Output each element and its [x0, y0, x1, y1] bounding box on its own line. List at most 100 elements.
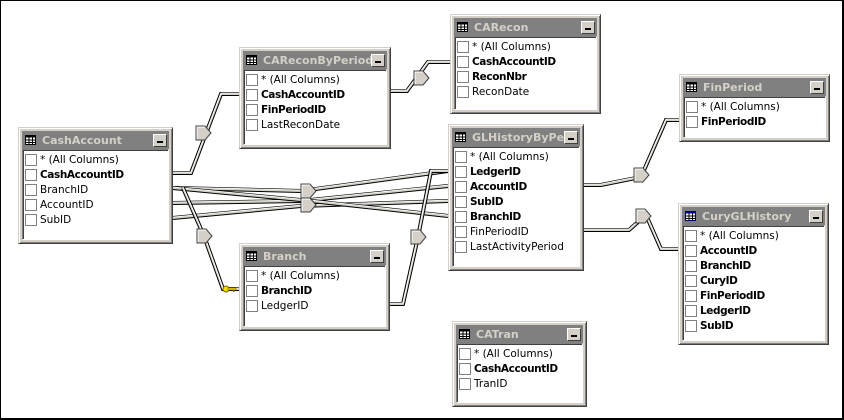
column-checkbox[interactable] [455, 210, 467, 223]
column-checkbox[interactable] [246, 284, 258, 297]
column-row[interactable]: BranchID [25, 182, 168, 197]
column-row[interactable]: ReconDate [457, 84, 596, 99]
column-row[interactable]: * (All Columns) [246, 268, 385, 283]
table-title-bar[interactable]: FinPeriod [683, 78, 826, 96]
column-row[interactable]: * (All Columns) [686, 99, 825, 114]
column-row[interactable]: BranchID [455, 209, 579, 224]
column-row[interactable]: FinPeriodID [455, 224, 579, 239]
column-checkbox[interactable] [455, 225, 467, 238]
column-checkbox[interactable] [455, 165, 467, 178]
column-checkbox[interactable] [686, 100, 698, 113]
column-row[interactable]: BranchID [685, 258, 824, 273]
column-checkbox[interactable] [685, 304, 697, 317]
column-row[interactable]: LedgerID [455, 164, 579, 179]
column-checkbox[interactable] [685, 274, 697, 287]
column-checkbox[interactable] [246, 299, 258, 312]
minimize-button[interactable] [809, 209, 823, 223]
column-checkbox[interactable] [455, 240, 467, 253]
column-checkbox[interactable] [457, 70, 469, 83]
column-row[interactable]: AccountID [25, 197, 168, 212]
column-checkbox[interactable] [455, 195, 467, 208]
column-row[interactable]: FinPeriodID [246, 102, 386, 117]
column-checkbox[interactable] [459, 347, 471, 360]
table-careconbyperiod[interactable]: CAReconByPeriod * (All Columns)CashAccoun… [239, 47, 391, 149]
relationship-line[interactable] [584, 211, 678, 251]
column-row[interactable]: * (All Columns) [25, 152, 168, 167]
table-glhistorybyperiod[interactable]: GLHistoryByPeriod * (All Columns)LedgerID… [448, 124, 584, 271]
column-checkbox[interactable] [246, 88, 258, 101]
minimize-icon [571, 334, 577, 337]
column-row[interactable]: LastActivityPeriod [455, 239, 579, 254]
column-checkbox[interactable] [685, 259, 697, 272]
column-row[interactable]: FinPeriodID [685, 288, 824, 303]
column-row[interactable]: CashAccountID [25, 167, 168, 182]
table-finperiod[interactable]: FinPeriod * (All Columns)FinPeriodID [679, 74, 830, 142]
column-checkbox[interactable] [686, 115, 698, 128]
column-checkbox[interactable] [246, 269, 258, 282]
table-title-bar[interactable]: GLHistoryByPeriod [452, 128, 580, 146]
column-row[interactable]: * (All Columns) [246, 72, 386, 87]
column-checkbox[interactable] [685, 289, 697, 302]
table-title-bar[interactable]: CAReconByPeriod [243, 51, 387, 69]
column-checkbox[interactable] [457, 55, 469, 68]
column-row[interactable]: * (All Columns) [457, 39, 596, 54]
table-title-bar[interactable]: CATran [456, 325, 583, 343]
column-checkbox[interactable] [25, 183, 37, 196]
column-checkbox[interactable] [25, 213, 37, 226]
column-row[interactable]: FinPeriodID [686, 114, 825, 129]
column-row[interactable]: CashAccountID [459, 361, 582, 376]
minimize-button[interactable] [567, 327, 581, 341]
column-checkbox[interactable] [459, 377, 471, 390]
minimize-button[interactable] [153, 133, 167, 147]
column-row[interactable]: LedgerID [685, 303, 824, 318]
column-checkbox[interactable] [457, 40, 469, 53]
column-checkbox[interactable] [25, 198, 37, 211]
column-checkbox[interactable] [455, 180, 467, 193]
column-checkbox[interactable] [246, 118, 258, 131]
column-checkbox[interactable] [685, 319, 697, 332]
column-row[interactable]: CashAccountID [457, 54, 596, 69]
column-row[interactable]: LastReconDate [246, 117, 386, 132]
column-row[interactable]: SubID [455, 194, 579, 209]
table-title-bar[interactable]: CARecon [454, 18, 597, 36]
column-checkbox[interactable] [246, 103, 258, 116]
column-checkbox[interactable] [457, 85, 469, 98]
minimize-button[interactable] [564, 130, 578, 144]
minimize-button[interactable] [371, 53, 385, 67]
minimize-button[interactable] [370, 249, 384, 263]
table-title-bar[interactable]: Branch [243, 247, 386, 265]
column-row[interactable]: BranchID [246, 283, 385, 298]
column-row[interactable]: * (All Columns) [455, 149, 579, 164]
minimize-button[interactable] [581, 20, 595, 34]
column-row[interactable]: ReconNbr [457, 69, 596, 84]
column-checkbox[interactable] [25, 153, 37, 166]
table-title-bar[interactable]: CuryGLHistory [682, 207, 825, 225]
column-checkbox[interactable] [685, 229, 697, 242]
column-name: * (All Columns) [40, 153, 119, 166]
column-row[interactable]: CuryID [685, 273, 824, 288]
column-row[interactable]: AccountID [685, 243, 824, 258]
column-checkbox[interactable] [25, 168, 37, 181]
column-checkbox[interactable] [685, 244, 697, 257]
table-title-bar[interactable]: CashAccount [22, 131, 169, 149]
column-row[interactable]: TranID [459, 376, 582, 391]
relationship-line[interactable] [584, 118, 679, 187]
column-row[interactable]: * (All Columns) [685, 228, 824, 243]
column-checkbox[interactable] [246, 73, 258, 86]
column-checkbox[interactable] [455, 150, 467, 163]
column-row[interactable]: AccountID [455, 179, 579, 194]
column-row[interactable]: * (All Columns) [459, 346, 582, 361]
column-checkbox[interactable] [459, 362, 471, 375]
column-row[interactable]: SubID [685, 318, 824, 333]
table-grid-icon [25, 135, 42, 145]
column-row[interactable]: SubID [25, 212, 168, 227]
minimize-button[interactable] [810, 80, 824, 94]
column-row[interactable]: CashAccountID [246, 87, 386, 102]
column-row[interactable]: LedgerID [246, 298, 385, 313]
